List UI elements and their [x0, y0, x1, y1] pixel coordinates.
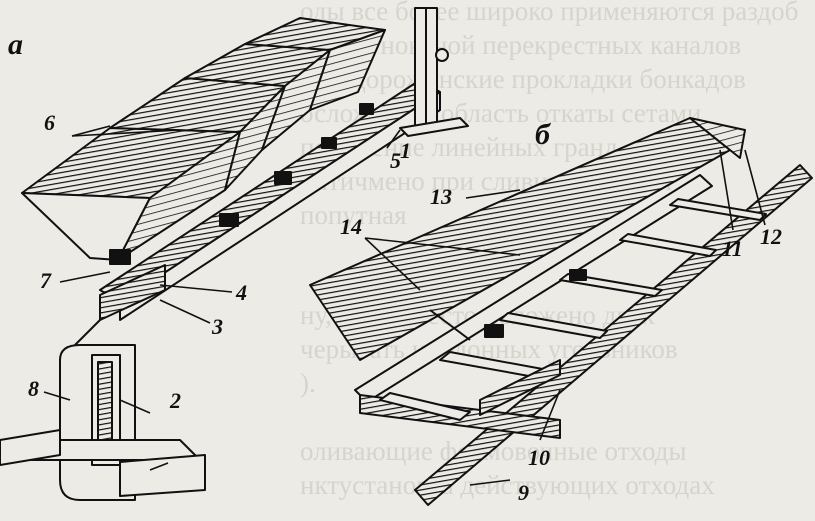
callout-5: 5 — [390, 148, 401, 173]
background-text-line: ). — [300, 368, 316, 398]
tray-conveyor-assembly — [309, 117, 813, 506]
callout-8: 8 — [28, 376, 39, 401]
chute-and-base — [0, 264, 206, 501]
callout-2: 2 — [170, 388, 181, 413]
background-text-line: оды все более широко применяются раздоб — [300, 0, 799, 26]
callout-9: 9 — [518, 480, 529, 505]
callout-3: 3 — [212, 314, 223, 339]
background-text-line: нигодорожинские прокладки бонкадов — [300, 64, 746, 94]
background-text-line: попутная — [300, 200, 407, 230]
background-text-line: нктустановка действующих отходах — [300, 470, 715, 500]
support-post — [399, 7, 469, 137]
leader-lines — [43, 125, 766, 486]
callout-7: 7 — [40, 268, 51, 293]
cross-members — [379, 198, 767, 421]
panel-label-a: а — [8, 28, 23, 61]
hopper-row — [21, 17, 386, 265]
callout-10: 10 — [528, 445, 550, 470]
callout-6: 6 — [44, 110, 55, 135]
callout-11: 11 — [722, 236, 743, 261]
callout-4: 4 — [236, 280, 247, 305]
panel-label-b: б — [535, 118, 550, 151]
hopper-conveyor-assembly — [0, 7, 469, 501]
callout-14: 14 — [340, 214, 362, 239]
callout-1: 1 — [400, 138, 411, 163]
callout-12: 12 — [760, 224, 782, 249]
callout-13: 13 — [430, 184, 452, 209]
